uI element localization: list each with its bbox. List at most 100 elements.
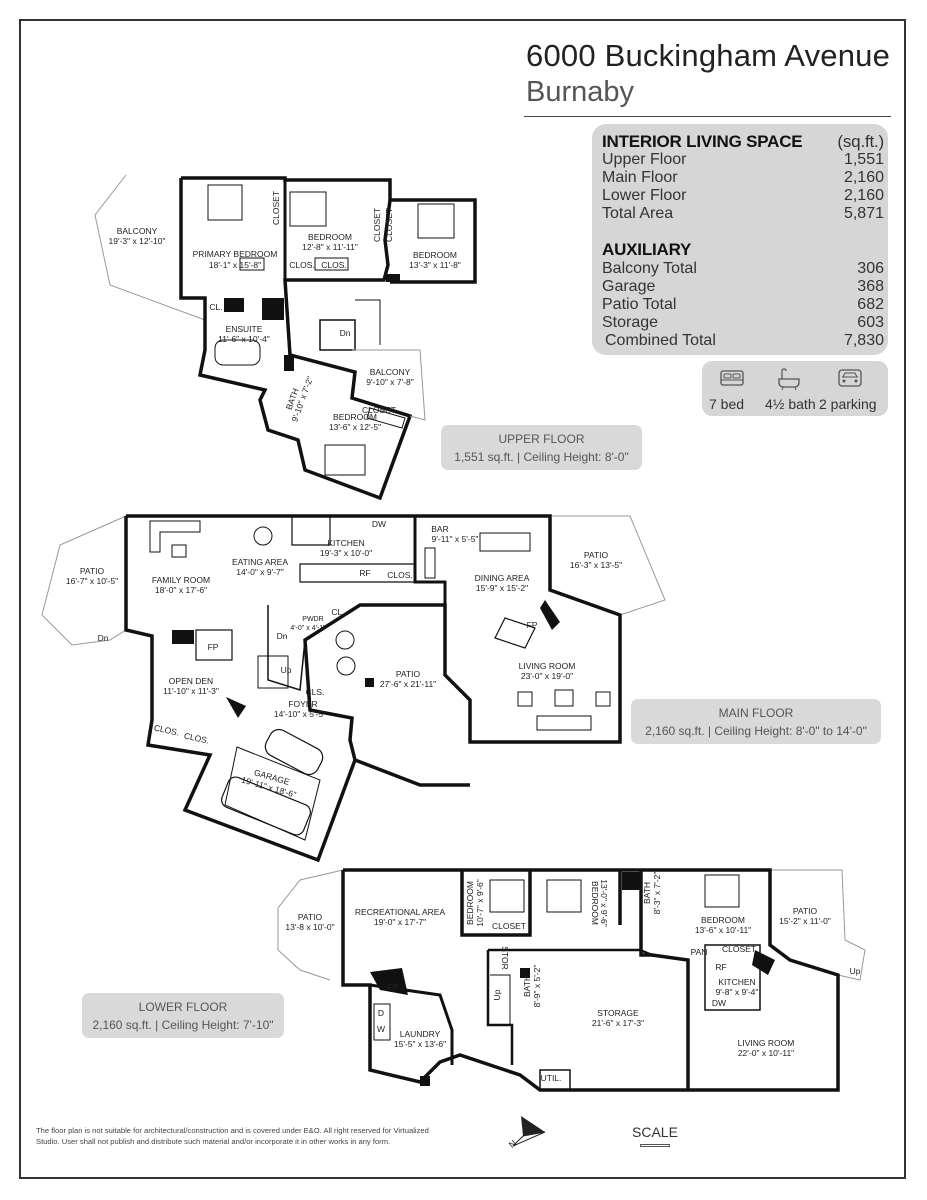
room-name: PRIMARY BEDROOM: [193, 249, 278, 259]
beds-count: 7 bed: [709, 396, 745, 412]
room-size: 21'-6" x 17'-3": [592, 1018, 644, 1028]
row-value: 1,551: [843, 151, 884, 168]
main-floor-text: PATIO 16'-7" x 10'-5" FAMILY ROOM 18'-0"…: [66, 519, 622, 800]
room-name: PATIO: [584, 550, 609, 560]
room-size: 15'-2" x 11'-0": [779, 916, 831, 926]
row-label: Combined Total: [605, 332, 716, 349]
amenities-panel: 7 bed 4½ bath 2 parking: [702, 361, 888, 416]
interior-title: INTERIOR LIVING SPACE: [602, 132, 803, 151]
property-address: 6000 Buckingham Avenue: [526, 38, 891, 73]
stair-label: Dn: [277, 631, 288, 641]
room-name: DINING AREA: [475, 573, 530, 583]
room-size: 11'-10" x 11'-3": [163, 686, 219, 696]
area-summary-panel: INTERIOR LIVING SPACE(sq.ft.) Upper Floo…: [592, 124, 888, 355]
appliance-label: D: [378, 1008, 384, 1018]
room-size: 13'-0" x 9'-6": [599, 879, 609, 927]
floor-area: 2,160 sq.ft. | Ceiling Height: 8'-0" to …: [645, 724, 867, 738]
closet-label: CLS.: [306, 687, 325, 697]
appliance-label: RF: [359, 568, 370, 578]
room-size: 16'-7" x 10'-5": [66, 576, 118, 586]
room-size: 18'-0" x 17'-6": [155, 585, 207, 595]
main-floor-label: MAIN FLOOR 2,160 sq.ft. | Ceiling Height:…: [631, 699, 881, 744]
upper-floor-plan: [94, 174, 477, 501]
main-floor-solids: [172, 600, 560, 718]
utility-label: UTIL.: [541, 1073, 562, 1083]
room-name: FOYER: [288, 699, 317, 709]
room-name: KITCHEN: [327, 538, 364, 548]
lower-floor-plan: [277, 868, 866, 1092]
room-name: BEDROOM: [308, 232, 352, 242]
closet-label: CL.: [331, 607, 344, 617]
page-frame: [19, 19, 906, 1179]
room-size: 13'-3" x 11'-8": [409, 260, 461, 270]
appliance-label: W: [377, 1024, 385, 1034]
room-name: LAUNDRY: [400, 1029, 441, 1039]
room-name: BEDROOM: [413, 250, 457, 260]
room-name: PWDR: [302, 616, 323, 623]
row-label: Patio Total: [602, 296, 677, 313]
auxiliary-title: AUXILIARY: [602, 240, 692, 259]
row-label: Main Floor: [602, 169, 678, 186]
scale-label: SCALE: [632, 1124, 678, 1140]
row-label: Upper Floor: [602, 151, 687, 168]
closet-label: CLOS.: [153, 723, 180, 738]
room-size: 14'-0" x 9'-7": [236, 567, 284, 577]
closet-label: CLOS.: [183, 731, 210, 746]
floor-area: 1,551 sq.ft. | Ceiling Height: 8'-0": [454, 450, 629, 464]
stair-label: Up: [850, 966, 861, 976]
floor-name: UPPER FLOOR: [498, 432, 585, 446]
appliance-label: DW: [712, 998, 726, 1008]
room-name: BATH: [522, 975, 532, 997]
row-value: 368: [857, 278, 884, 295]
room-name: BALCONY: [117, 226, 158, 236]
room-name: LIVING ROOM: [519, 661, 576, 671]
room-size: 13'-6" x 10'-11": [695, 925, 751, 935]
bed-icon: [720, 370, 744, 386]
north-arrow-icon: N: [507, 1116, 546, 1150]
title-divider: [524, 116, 891, 117]
room-name: BEDROOM: [590, 881, 600, 925]
row-value: 7,830: [843, 332, 884, 349]
closet-label: CLOSET: [271, 191, 281, 225]
row-value: 2,160: [843, 187, 884, 204]
room-size: 23'-0" x 19'-0": [521, 671, 573, 681]
row-label: Garage: [602, 278, 656, 295]
room-size: 4'-0" x 4'-1": [290, 625, 326, 632]
room-name: BALCONY: [370, 367, 411, 377]
lower-floor-solids: [370, 872, 775, 1086]
row-label: Balcony Total: [602, 260, 697, 277]
room-name: BATH: [642, 882, 652, 904]
row-value: 682: [857, 296, 884, 313]
scale-bar: [640, 1144, 670, 1147]
room-size: 11'-6" x 10'-4": [218, 334, 270, 344]
main-floor-plan: [41, 514, 666, 863]
patio-total-row: Patio Total 682: [602, 296, 884, 314]
room-name: LIVING ROOM: [738, 1038, 795, 1048]
row-value: 603: [857, 314, 884, 331]
floor-name: MAIN FLOOR: [718, 706, 794, 720]
closet-label: CLOSET: [372, 208, 382, 242]
room-size: 18'-1" x 15'-8": [209, 260, 261, 270]
room-size: 9'-10" x 7'-8": [366, 377, 414, 387]
room-name: OPEN DEN: [169, 676, 213, 686]
interior-heading: INTERIOR LIVING SPACE(sq.ft.): [602, 133, 884, 151]
baths-count: 4½ bath: [765, 396, 816, 412]
row-label: Storage: [602, 314, 659, 331]
parking-count: 2 parking: [819, 396, 877, 412]
fireplace-label: FP: [527, 620, 538, 630]
room-name: PATIO: [396, 669, 421, 679]
closet-label: CLOSET: [492, 921, 526, 931]
room-name: PATIO: [80, 566, 105, 576]
room-name: FAMILY ROOM: [152, 575, 210, 585]
room-size: 13'-6" x 12'-5": [329, 422, 381, 432]
room-size: 8'-3" x 7'-2": [652, 872, 662, 915]
floor-area: 2,160 sq.ft. | Ceiling Height: 7'-10": [92, 1018, 274, 1032]
storage-row: Storage 603: [602, 314, 884, 332]
row-label: Total Area: [602, 205, 674, 222]
closet-label: CLOSET: [722, 944, 756, 954]
